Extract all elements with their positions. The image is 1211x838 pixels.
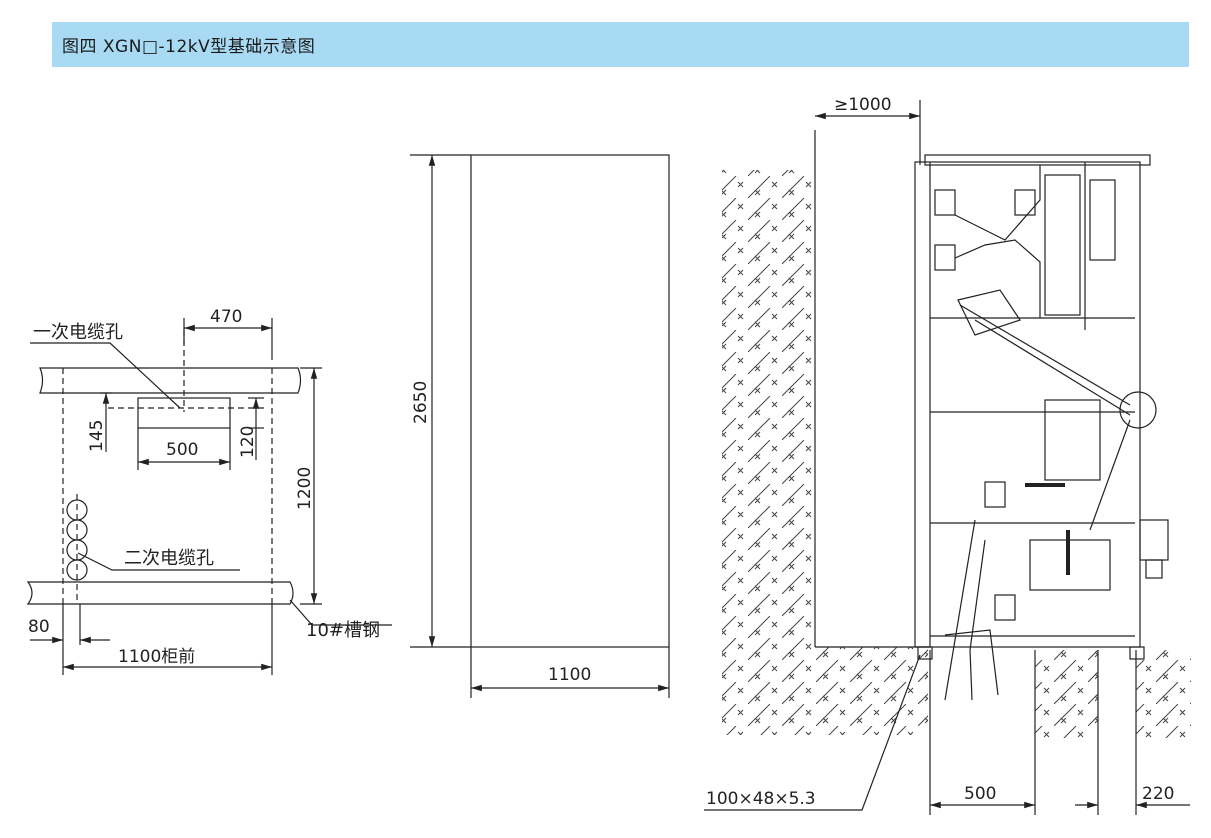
figure-title: 图四 XGN□-12kV型基础示意图	[62, 37, 316, 57]
dim-pit-500: 500	[964, 784, 996, 804]
plan-view-labels: 一次电缆孔 二次电缆孔 10#槽钢 470 145 120 500 1200 8…	[28, 307, 380, 667]
pit-soil-middle	[1035, 650, 1098, 738]
pit-soil-right	[1136, 650, 1191, 738]
top-channel-steel	[39, 367, 302, 394]
front-view	[410, 154, 670, 698]
dim-470: 470	[210, 307, 242, 327]
steel-spec-label: 100×48×5.3	[706, 789, 816, 809]
front-view-labels: 2650 1100	[411, 381, 591, 685]
dim-2650: 2650	[411, 381, 431, 424]
plan-view	[26, 318, 392, 675]
dim-80: 80	[28, 617, 50, 637]
dim-wall-clearance: ≥1000	[834, 95, 892, 115]
secondary-cable-hole-label: 二次电缆孔	[124, 548, 214, 569]
dim-1100-front: 1100柜前	[118, 647, 195, 667]
dim-pit-220: 220	[1142, 784, 1174, 804]
bottom-channel-steel	[26, 581, 294, 605]
side-view	[704, 100, 1191, 815]
dim-1200: 1200	[295, 467, 315, 510]
wall-soil	[722, 170, 928, 735]
primary-cable-hole	[137, 397, 231, 429]
dim-500-hole: 500	[166, 440, 198, 460]
side-cabinet	[914, 161, 1141, 648]
title-bar: 图四 XGN□-12kV型基础示意图	[52, 22, 1189, 67]
dim-145: 145	[87, 420, 107, 452]
dim-120: 120	[238, 426, 258, 458]
primary-cable-hole-label: 一次电缆孔	[33, 322, 123, 343]
side-view-labels: ≥1000 100×48×5.3 500 220	[706, 95, 1174, 809]
dim-1100: 1100	[548, 665, 591, 685]
cabinet-outline	[470, 154, 670, 648]
channel-steel-label: 10#槽钢	[306, 620, 380, 641]
